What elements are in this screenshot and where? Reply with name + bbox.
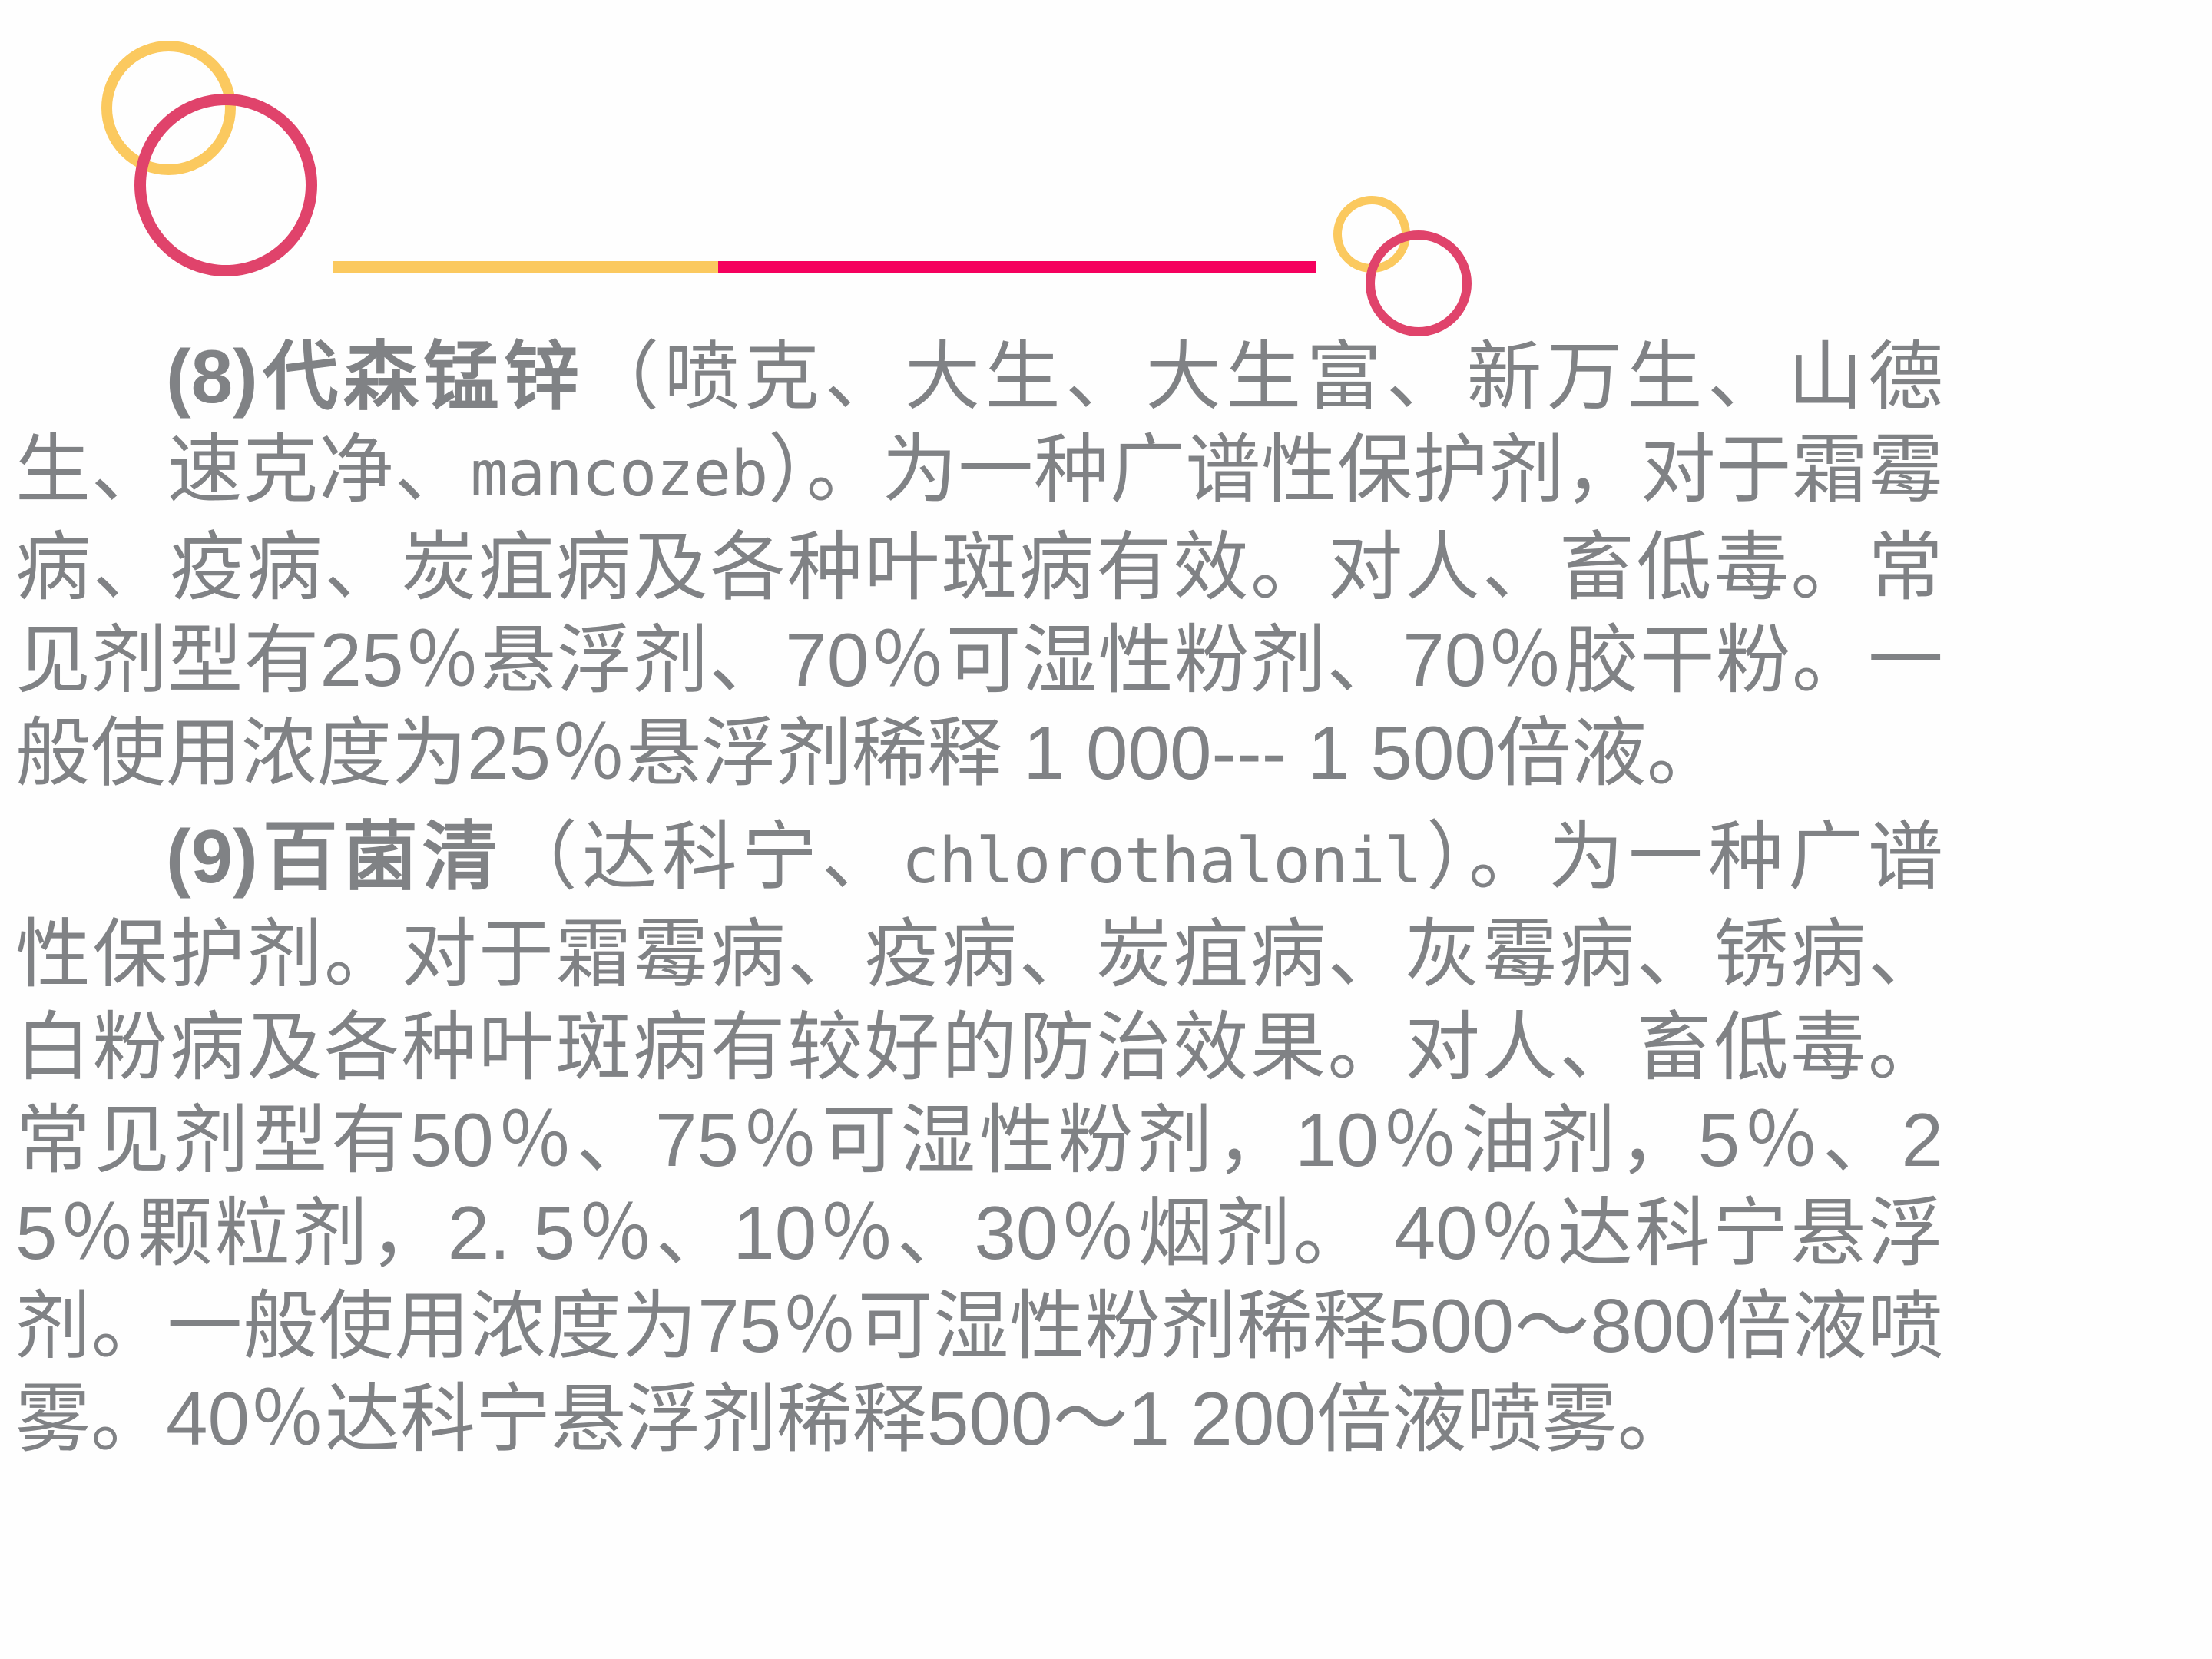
ring-yellow-large-icon	[101, 41, 236, 175]
paragraph-item-8: (8)代森锰锌（喷克、大生、大生富、新万生、山德生、速克净、mancozeb）。…	[15, 330, 1943, 800]
slide-body: (8)代森锰锌（喷克、大生、大生富、新万生、山德生、速克净、mancozeb）。…	[15, 330, 1943, 1465]
paragraph-8-lead: (8)代森锰锌	[166, 334, 584, 419]
paragraph-9-post-latin: ）。为一种广谱性保护剂。对于霜霉病、疫病、炭疽病、灰霉病、锈病、白粉病及各种叶斑…	[15, 814, 1943, 1461]
paragraph-item-9: (9)百菌清（达科宁、chlorothalonil）。为一种广谱性保护剂。对于霜…	[15, 810, 1943, 1465]
paragraph-9-pre-latin: （达科宁、	[502, 814, 902, 899]
paragraph-8-pre-latin: （喷克、大生、大生富、新万生、山德生、速克净、	[15, 334, 1943, 512]
paragraph-9-latin-name: chlorothalonil	[901, 825, 1422, 898]
header-ornament	[0, 0, 2212, 338]
paragraph-8-latin-name: mancozeb	[470, 438, 768, 511]
divider-rule-yellow	[333, 261, 718, 273]
ring-pink-small-icon	[1366, 230, 1472, 336]
paragraph-9-lead: (9)百菌清	[166, 814, 502, 899]
ring-yellow-small-icon	[1333, 196, 1410, 273]
ring-pink-large-icon	[134, 94, 317, 276]
divider-rule-pink	[718, 261, 1316, 273]
paragraph-8-post-latin: ）。为一种广谱性保护剂，对于霜霉病、疫病、炭疽病及各种叶斑病有效。对人、畜低毒。…	[15, 427, 1943, 795]
